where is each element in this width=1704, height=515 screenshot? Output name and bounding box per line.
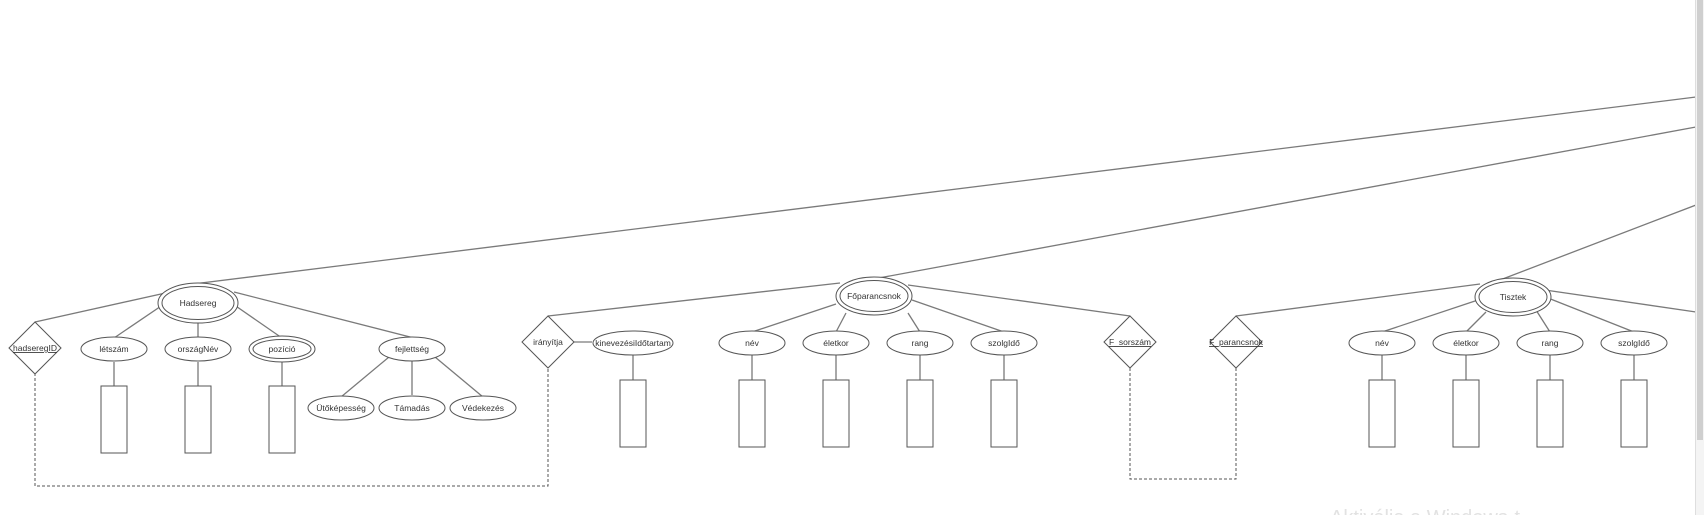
relation-f-parancsnok[interactable]: F_parancsnok <box>1209 315 1264 369</box>
attribute-utokepesseg[interactable]: Ütőképesség <box>307 395 375 421</box>
attribute-fo-eletkor-label: életkor <box>823 338 849 348</box>
attribute-fejlettseg[interactable]: fejlettség <box>378 336 446 362</box>
attribute-tiszt-szolgido[interactable]: szolgIdő <box>1600 330 1668 356</box>
relation-f-sorszam[interactable]: F_sorszám <box>1103 315 1157 369</box>
dashed-link-hadsereg-iranyitja <box>34 368 549 487</box>
attribute-fo-szolgido-label: szolgIdő <box>988 338 1020 348</box>
attribute-type-box <box>822 379 850 448</box>
vertical-scrollbar[interactable] <box>1695 0 1704 515</box>
attribute-fo-rang-label: rang <box>911 338 928 348</box>
attribute-tiszt-eletkor-label: életkor <box>1453 338 1479 348</box>
attribute-tiszt-rang-label: rang <box>1541 338 1558 348</box>
attribute-fejlettseg-label: fejlettség <box>395 344 429 354</box>
attribute-kinevezesiidotartam-label: kinevezésiIdőtartam <box>595 338 671 348</box>
entity-tisztek[interactable]: Tisztek <box>1474 277 1552 317</box>
entity-tisztek-label: Tisztek <box>1500 292 1527 302</box>
attribute-vedekezes-label: Védekezés <box>462 403 504 413</box>
attribute-type-box <box>619 379 647 448</box>
dashed-link-fsorszam-fparancsnok <box>1129 368 1237 480</box>
attribute-type-box <box>1452 379 1480 448</box>
attribute-tiszt-nev-label: név <box>1375 338 1389 348</box>
attribute-kinevezesiidotartam[interactable]: kinevezésiIdőtartam <box>592 330 674 356</box>
scrollbar-thumb[interactable] <box>1697 0 1703 440</box>
attribute-tiszt-nev[interactable]: név <box>1348 330 1416 356</box>
attribute-utokepesseg-label: Ütőképesség <box>316 403 366 413</box>
attribute-fo-eletkor[interactable]: életkor <box>802 330 870 356</box>
entity-hadsereg-label: Hadsereg <box>180 298 217 308</box>
attribute-type-box <box>906 379 934 448</box>
entity-foparancsnok-label: Főparancsnok <box>847 291 902 301</box>
attribute-type-box <box>1368 379 1396 448</box>
relation-hadseregid-label: hadseregID <box>13 343 57 353</box>
attribute-tamadas[interactable]: Támadás <box>378 395 446 421</box>
attribute-type-box <box>738 379 766 448</box>
attribute-letszam[interactable]: létszám <box>80 336 148 362</box>
attribute-vedekezes[interactable]: Védekezés <box>449 395 517 421</box>
attribute-fo-szolgido[interactable]: szolgIdő <box>970 330 1038 356</box>
attribute-type-box <box>990 379 1018 448</box>
attribute-type-box <box>1620 379 1648 448</box>
attribute-fo-nev[interactable]: név <box>718 330 786 356</box>
attribute-tiszt-eletkor[interactable]: életkor <box>1432 330 1500 356</box>
attribute-pozicio[interactable]: pozíció <box>248 335 316 363</box>
attribute-tamadas-label: Támadás <box>394 403 429 413</box>
attribute-fo-nev-label: név <box>745 338 759 348</box>
entity-hadsereg[interactable]: Hadsereg <box>157 282 239 324</box>
relation-iranyitja[interactable]: irányítja <box>521 315 575 369</box>
relation-f-parancsnok-label: F_parancsnok <box>1209 337 1264 347</box>
attribute-tiszt-rang[interactable]: rang <box>1516 330 1584 356</box>
attribute-type-box <box>100 385 128 454</box>
activation-watermark: Aktiválja a Windows-t <box>1330 507 1521 515</box>
attribute-tiszt-szolgido-label: szolgIdő <box>1618 338 1650 348</box>
attribute-type-box <box>184 385 212 454</box>
entity-foparancsnok[interactable]: Főparancsnok <box>835 276 913 316</box>
relation-hadseregid[interactable]: hadseregID <box>8 321 62 375</box>
attribute-type-box <box>268 385 296 454</box>
attribute-orszagnev[interactable]: országNév <box>164 336 232 362</box>
attribute-letszam-label: létszám <box>99 344 128 354</box>
relation-f-sorszam-label: F_sorszám <box>1109 337 1151 347</box>
attribute-pozicio-label: pozíció <box>269 344 296 354</box>
attribute-orszagnev-label: országNév <box>178 344 219 354</box>
attribute-type-box <box>1536 379 1564 448</box>
relation-iranyitja-label: irányítja <box>533 337 563 347</box>
attribute-fo-rang[interactable]: rang <box>886 330 954 356</box>
